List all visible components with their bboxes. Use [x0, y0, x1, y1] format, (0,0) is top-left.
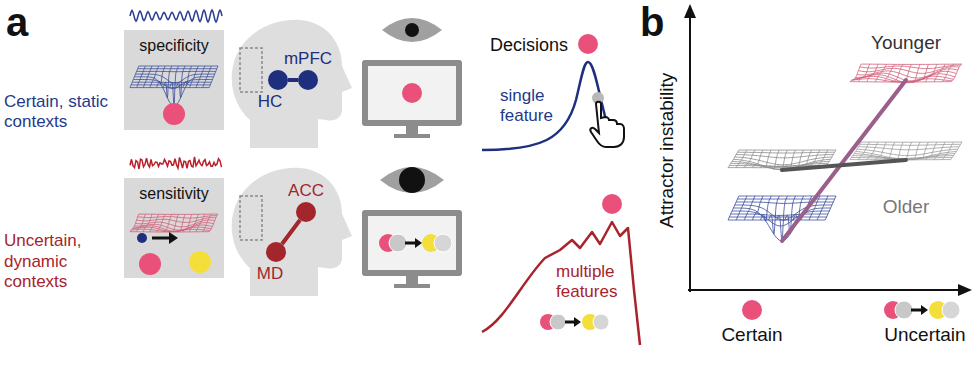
arrow-head	[921, 305, 928, 315]
panel-letter: b	[640, 2, 664, 42]
stimulus-dot	[742, 300, 762, 320]
decision-curve	[482, 62, 606, 150]
pupil	[399, 167, 425, 193]
attractor-surface	[130, 66, 218, 107]
head-silhouette	[232, 20, 352, 148]
monitor-screen	[368, 66, 456, 120]
motion-arrow	[911, 309, 922, 312]
region-label: HC	[258, 92, 283, 112]
attractor-surface	[130, 214, 218, 232]
stimulus-dot	[434, 234, 452, 252]
eye-icon	[380, 167, 444, 193]
monitor-base	[394, 284, 430, 288]
dashed-region	[240, 196, 262, 240]
stimulus-dot	[550, 314, 566, 330]
trajectory-line	[782, 160, 906, 170]
state-ball	[137, 233, 147, 243]
stimulus-dot	[402, 83, 422, 103]
decision-dot	[602, 194, 622, 214]
stimulus-dot	[389, 234, 407, 252]
monitor-base	[394, 134, 430, 138]
dashed-region	[240, 48, 262, 92]
stimulus-dot	[895, 301, 913, 319]
group-label: Younger	[871, 32, 941, 55]
state-ball	[189, 251, 211, 273]
surface-panel-node: specificity	[124, 30, 224, 130]
region-label: mPFC	[284, 49, 332, 69]
pupil	[405, 23, 419, 37]
curve-label: multiple features	[556, 262, 626, 303]
brain-region-node: MD	[266, 242, 286, 262]
brain-region-node: ACC	[296, 202, 316, 222]
red-waveform	[130, 157, 222, 169]
condition-label: Uncertain, dynamic contexts	[4, 231, 120, 292]
decision-curve	[482, 222, 640, 345]
monitor-frame	[362, 60, 462, 126]
brain-region-node: HC	[268, 70, 288, 90]
state-ball	[139, 253, 161, 275]
curve-label: single feature	[500, 86, 572, 127]
eye-icon	[382, 18, 442, 42]
stimulus-dot	[942, 301, 960, 319]
arrow-head	[169, 232, 178, 244]
connection-line	[288, 78, 298, 82]
connection-line	[282, 220, 300, 244]
attractor-surface	[850, 142, 962, 160]
arrow-head	[415, 238, 422, 248]
y-axis	[689, 16, 691, 292]
group-label: Older	[883, 196, 929, 219]
motion-arrow	[152, 237, 170, 240]
surface-panel	[124, 30, 224, 130]
head-silhouette	[232, 168, 352, 296]
panel-label: sensitivity	[124, 184, 224, 203]
stimulus-dot	[593, 314, 609, 330]
axis-arrow	[958, 284, 972, 296]
hand-icon	[590, 102, 624, 147]
arrow-head	[574, 317, 581, 327]
blue-waveform	[130, 10, 222, 22]
axis-arrow	[684, 4, 696, 18]
x-axis	[688, 289, 960, 291]
motion-arrow	[405, 242, 416, 245]
panel-label: specificity	[124, 36, 224, 55]
decision-dot	[578, 34, 598, 54]
region-label: ACC	[288, 181, 324, 201]
region-label: MD	[257, 264, 283, 284]
decision-label: Decisions	[490, 35, 568, 57]
monitor-frame	[362, 210, 462, 276]
axis-tick-label: Uncertain	[884, 324, 965, 347]
condition-label: Certain, static contexts	[4, 92, 120, 133]
monitor-screen	[368, 216, 456, 270]
panel-letter: a	[6, 2, 28, 42]
motion-arrow	[565, 321, 575, 324]
attractor-surface	[728, 196, 836, 241]
state-ball	[163, 103, 185, 125]
monitor-stand	[406, 126, 418, 134]
monitor-stand	[406, 276, 418, 284]
axis-label: Attractor instability	[657, 72, 680, 227]
surface-panel-node: sensitivity	[124, 178, 224, 278]
axis-tick-label: Certain	[721, 324, 782, 347]
brain-region-node: mPFC	[298, 70, 318, 90]
surface-panel	[124, 178, 224, 278]
